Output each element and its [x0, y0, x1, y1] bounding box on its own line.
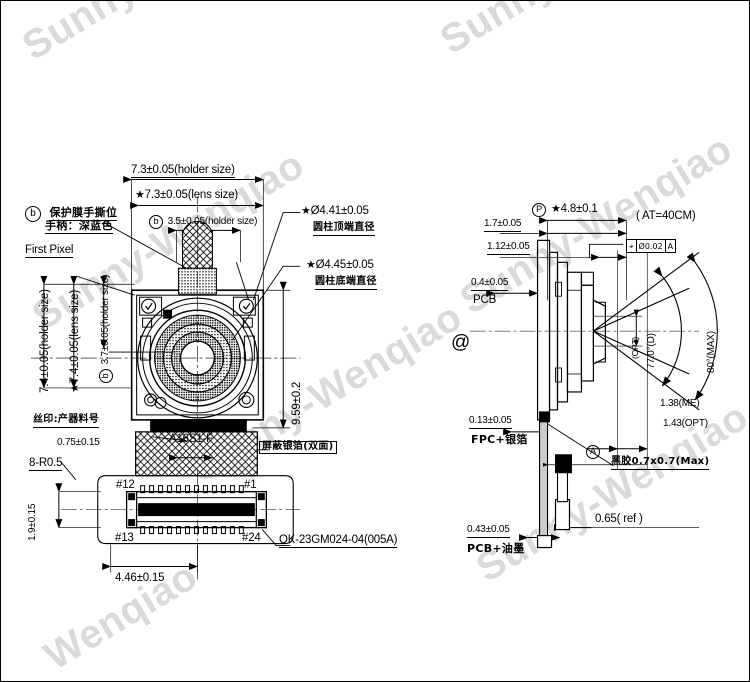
dim-left-lens-label: ★7.4±0.05(lens size): [69, 290, 81, 393]
datum-a-icon: A: [586, 445, 600, 459]
dim-opt-vert: [593, 309, 643, 347]
fov-opt-label: (OPT): [630, 336, 640, 359]
pin-24-label: #24: [242, 532, 261, 544]
dim-1-12-label: 1.12±0.05: [487, 241, 530, 255]
dim-left-holder-inner-label: b 3.7±0.05(holder size): [99, 275, 113, 383]
dim-side-total: [539, 216, 627, 301]
dim-pcb: [486, 289, 539, 301]
dim-left-holder-label: 7.4±0.05(holder size): [39, 289, 51, 393]
label-pcb: PCB: [473, 294, 497, 306]
callout-b-icon-3: b: [99, 369, 113, 383]
fov-max-label: 80°(MAX): [706, 331, 717, 373]
note-at-label: ( AT=40CM): [636, 210, 696, 222]
dim-opt-label: 1.43(OPT): [663, 418, 708, 429]
star-icon: ★: [135, 189, 145, 201]
dim-fpc-label: 0.13±0.05: [469, 415, 512, 429]
dim-pcb-ink-label: 0.43±0.05: [467, 524, 510, 538]
label-pcb-ink: PCB+油墨: [467, 542, 525, 555]
dim-left-holder: [40, 275, 135, 389]
fov-diag-label: 77.0°(D): [646, 333, 657, 369]
callout-b-icon-2: b: [25, 206, 41, 222]
dim-conn-height-label: 1.9±0.15: [27, 503, 38, 541]
star-icon-3: ★: [306, 259, 316, 271]
part-marking-label: A16S1-F: [169, 433, 213, 445]
dim-conn-width-label: 4.46±0.15: [115, 572, 165, 584]
dim-top-holder-label: 7.3±0.05(holder size): [131, 164, 235, 179]
fcf-tolerance: Ø0.02: [637, 240, 666, 252]
dim-top-holder-inner-label: b 3.5±0.05(holder size): [149, 215, 257, 229]
dim-1-7-label: 1.7±0.05: [484, 218, 521, 232]
dim-top-lens-label: ★7.3±0.05(lens size): [135, 189, 238, 201]
dia-bottom-note: 圆柱底端直径: [315, 276, 377, 290]
note-first-pixel: First Pixel: [25, 244, 73, 259]
dia-top-note: 圆柱顶端直径: [313, 222, 375, 236]
at-symbol-label: @: [451, 332, 471, 353]
dia-bottom-label: ★Ø4.45±0.05: [306, 259, 374, 271]
label-fpc: FPC+银箔: [471, 433, 528, 446]
dim-conn-height: [55, 483, 101, 529]
dim-ref-label: 0.65( ref ): [595, 513, 643, 525]
dim-total-height-label: 9.59±0.2: [291, 381, 303, 425]
dim-me-label: 1.38(ME): [660, 398, 700, 409]
pin-13-label: #13: [115, 532, 134, 544]
pin-12-label: #12: [116, 479, 135, 491]
connector-part-number: OK-23GM024-04(005A): [279, 534, 397, 549]
callout-b-icon: b: [149, 215, 163, 229]
dim-thickness-label: 0.75±0.15: [57, 437, 100, 448]
star-icon-5: ★: [551, 203, 561, 215]
feature-control-frame: ⌖ Ø0.02 A: [626, 239, 677, 253]
star-icon-2: ★: [301, 205, 311, 217]
star-icon-4: ★: [69, 383, 81, 393]
fcf-symbol: ⌖: [627, 240, 637, 252]
note-silkscreen: 丝印:产器料号: [33, 414, 100, 428]
datum-a-marker: A: [586, 442, 600, 459]
dim-pcb-label: 0.4±0.05: [471, 277, 508, 291]
note-film-line2: 手柄：深蓝色: [45, 219, 113, 234]
callout-p-icon: P: [532, 203, 546, 217]
dim-conn-width: [102, 544, 198, 573]
dim-total-height: [252, 281, 291, 429]
dim-radius-label: 8-R0.5: [29, 457, 63, 472]
note-film-callout: b 保护膜手撕位: [25, 204, 118, 222]
dia-top-label: ★Ø4.41±0.05: [301, 205, 369, 217]
fcf-datum: A: [667, 241, 674, 251]
pin-1-label: #1: [244, 479, 257, 491]
dim-side-total-label: P ★4.8±0.1: [532, 203, 598, 217]
note-shield: 屏蔽银箔(双面): [259, 441, 337, 454]
note-glue-label: 黑胶0.7x0.7(Max): [611, 456, 710, 470]
